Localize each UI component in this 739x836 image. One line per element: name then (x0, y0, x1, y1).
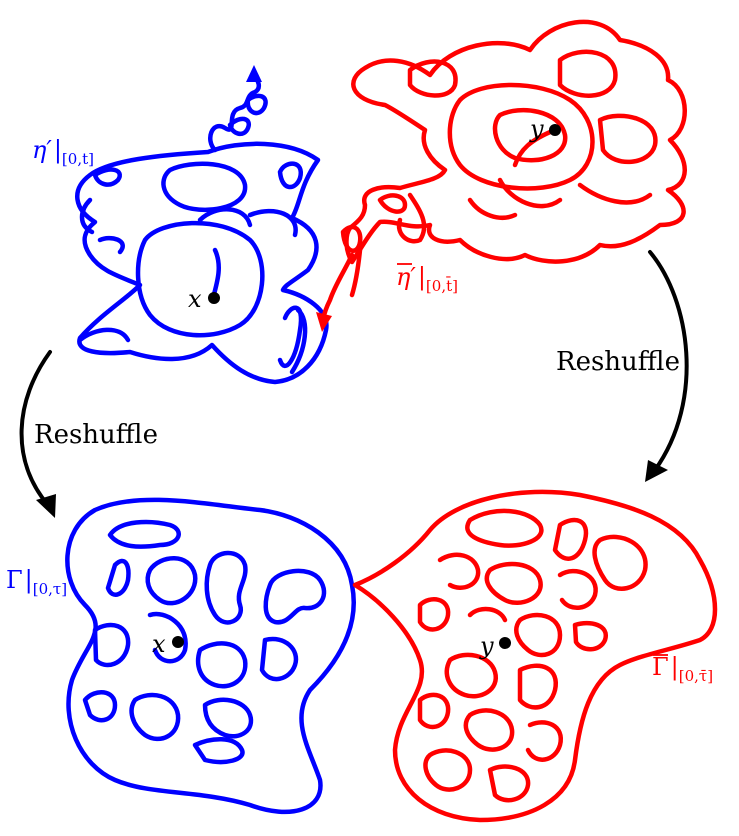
red-inner-loop (580, 185, 650, 202)
y-label-bottom: y (479, 632, 494, 660)
y-label: y (529, 115, 544, 143)
red-inner-loop (500, 180, 560, 206)
eta-label: η′|[0,t] (32, 136, 94, 168)
x-label: x (188, 285, 202, 313)
blue-gamma-outline (67, 500, 353, 812)
reshuffle-arrow-left-head (36, 494, 56, 518)
blue-gamma-hole (262, 639, 296, 679)
red-gamma-hole (420, 695, 448, 727)
red-inner-loop (600, 116, 655, 162)
blue-gamma-cluster (67, 500, 353, 812)
blue-gamma-hole (207, 553, 246, 622)
gamma-label-sub: [0,τ] (33, 580, 67, 598)
blue-inner-loop (163, 164, 245, 210)
red-gamma-hole (420, 599, 448, 629)
red-inner-loop (560, 52, 615, 96)
blue-gamma-hole (205, 700, 251, 737)
red-trace-cluster (316, 22, 685, 332)
red-gamma-hole (467, 511, 541, 546)
blue-gamma-hole (95, 625, 128, 665)
reshuffle-arrow-right-head (645, 460, 668, 482)
red-gamma-hole (595, 537, 646, 589)
eta-label-sub: [0,t] (62, 150, 94, 168)
blue-gamma-hole (110, 522, 179, 547)
blue-trace-path (213, 250, 219, 298)
red-trace-tail (323, 255, 352, 320)
blue-inner-loop (95, 170, 120, 185)
gamma-bar-label-sub: [0,τ̄] (679, 667, 713, 685)
red-inner-loop (450, 85, 593, 188)
red-gamma-hole (528, 722, 561, 759)
red-gamma-hole (520, 666, 556, 708)
blue-inner-loop (138, 223, 262, 335)
red-gamma-hole (560, 571, 596, 608)
blue-gamma-hole (148, 558, 196, 603)
blue-trace-tail-loop (248, 96, 266, 113)
eta-bar-label-main: η′ (396, 263, 416, 291)
blue-inner-loop (280, 164, 301, 187)
red-gamma-hole (516, 615, 560, 655)
red-inner-loop (343, 227, 360, 251)
blue-gamma-hole (132, 695, 179, 739)
gamma-bar-label: Γ|[0,τ̄] (652, 653, 713, 685)
red-gamma-hole (447, 655, 496, 696)
reshuffle-left-label: Reshuffle (34, 420, 158, 450)
red-gamma-hole (490, 766, 528, 800)
y-point-dot (549, 124, 561, 136)
gamma-label: Γ|[0,τ] (6, 566, 67, 598)
y-point-dot-bottom (499, 637, 511, 649)
blue-arrowhead (246, 65, 262, 82)
x-label-bottom: x (152, 630, 166, 658)
blue-gamma-hole (198, 643, 245, 686)
blue-inner-loop (100, 238, 123, 252)
gamma-label-main: Γ (6, 566, 23, 594)
reshuffle-right-label: Reshuffle (556, 347, 680, 377)
red-gamma-hole (425, 750, 470, 789)
x-point-dot-bottom (172, 636, 184, 648)
blue-gamma-hole (195, 739, 242, 762)
blue-cluster-outline (77, 144, 326, 382)
red-gamma-hole (466, 710, 512, 749)
blue-gamma-hole (85, 692, 115, 720)
eta-bar-label: η′|[0,t̄] (396, 263, 458, 295)
red-gamma-hole (440, 555, 478, 588)
red-gamma-hole (487, 564, 541, 603)
red-gamma-hole (470, 609, 505, 620)
red-gamma-hole (555, 520, 586, 559)
blue-gamma-hole (108, 561, 128, 595)
eta-bar-label-sub: [0,t̄] (426, 277, 458, 295)
gamma-bar-label-main: Γ (652, 653, 669, 681)
blue-trace-cluster (77, 65, 326, 382)
red-gamma-hole (575, 623, 606, 649)
red-inner-loop (410, 62, 456, 96)
red-inner-loop (380, 195, 405, 211)
eta-label-main: η′ (32, 136, 52, 164)
x-point-dot (208, 292, 220, 304)
red-inner-loop (470, 200, 515, 218)
blue-gamma-hole (266, 571, 324, 622)
blue-inner-loop (250, 211, 296, 235)
